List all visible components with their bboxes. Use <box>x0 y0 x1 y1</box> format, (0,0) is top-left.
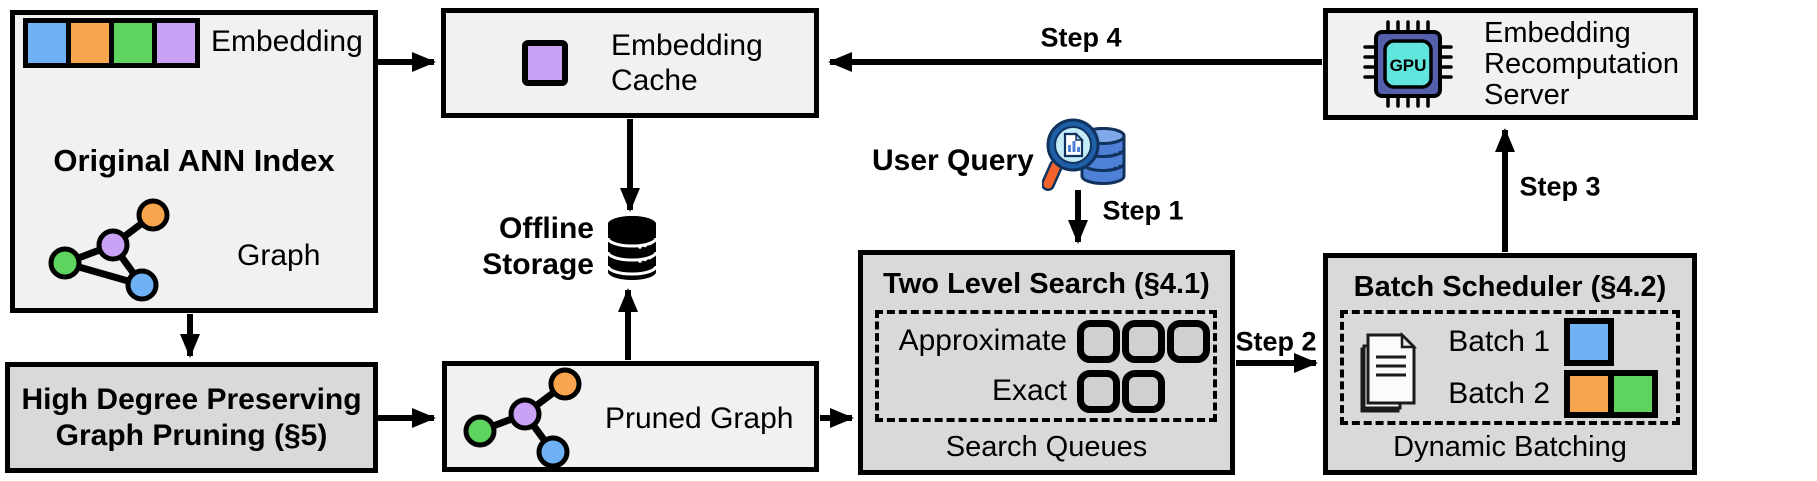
recomputation-server-box: GPU Embedding Recomputation Server <box>1323 8 1698 120</box>
batch1-squares <box>1564 317 1614 366</box>
graph-pruning-title-line2: Graph Pruning (§5) <box>55 418 328 452</box>
ann-index-title: Original ANN Index <box>53 143 335 178</box>
search-queues-caption: Search Queues <box>945 431 1148 463</box>
batch2-row: Batch 2 <box>1432 368 1659 420</box>
user-query-icon <box>1042 118 1126 191</box>
embedding-cell-orange <box>71 23 109 63</box>
batch-scheduler-box: Batch Scheduler (§4.2) Batch 1 <box>1323 253 1697 475</box>
exact-queue-slots <box>1077 369 1165 413</box>
user-query-label: User Query <box>872 144 1034 177</box>
graph-node-blue <box>125 268 159 302</box>
pruned-graph-icon <box>463 367 582 467</box>
exact-row: Exact <box>879 366 1213 416</box>
queue-slot <box>1122 369 1165 413</box>
graph-node-green <box>463 414 497 448</box>
step3-label: Step 3 <box>1519 171 1601 202</box>
queue-slot <box>1167 319 1210 363</box>
embedding-vector-icon <box>23 18 200 68</box>
embedding-cache-box: Embedding Cache <box>441 8 819 118</box>
queue-slot <box>1077 369 1120 413</box>
original-graph-icon <box>48 198 170 302</box>
graph-label: Graph <box>237 239 321 272</box>
graph-node-purple <box>96 228 130 262</box>
graph-node-orange <box>136 198 170 232</box>
graph-node-green <box>48 246 82 280</box>
graph-pruning-title-line1: High Degree Preserving <box>21 382 362 416</box>
approximate-queue-slots <box>1077 319 1210 363</box>
pruned-graph-label: Pruned Graph <box>605 402 794 435</box>
cached-embedding-icon <box>522 40 568 86</box>
pruned-graph-box: Pruned Graph <box>442 361 819 472</box>
embedding-cell-green <box>114 23 152 63</box>
magnifier-icon <box>1042 118 1100 191</box>
gpu-chip-icon: GPU <box>1363 20 1453 108</box>
graph-node-orange <box>548 367 582 401</box>
step2-label: Step 2 <box>1235 326 1317 357</box>
step1-label: Step 1 <box>1102 195 1184 226</box>
offline-storage-database-icon <box>606 216 658 280</box>
recomputation-server-label: Embedding Recomputation Server <box>1484 16 1680 111</box>
embedding-cell-blue <box>28 23 66 63</box>
dynamic-batching-caption: Dynamic Batching <box>1393 431 1627 463</box>
embedding-cache-label: Embedding Cache <box>611 29 763 97</box>
queue-slot <box>1122 319 1165 363</box>
embedding-cell-purple <box>157 23 195 63</box>
graph-node-blue <box>536 435 570 467</box>
documents-icon <box>1360 331 1418 412</box>
svg-text:GPU: GPU <box>1390 56 1427 75</box>
original-ann-index-box: Embedding Original ANN Index Graph <box>10 10 378 313</box>
batch2-squares <box>1564 369 1658 418</box>
dynamic-batching-panel: Batch 1 Batch 2 <box>1340 310 1680 425</box>
batch2-label: Batch 2 <box>1448 376 1550 410</box>
graph-node-purple <box>508 397 542 431</box>
batch1-label: Batch 1 <box>1448 324 1550 358</box>
batch-scheduler-title: Batch Scheduler (§4.2) <box>1353 271 1667 303</box>
embedding-label: Embedding <box>211 25 363 58</box>
queue-slot <box>1077 319 1120 363</box>
step4-label: Step 4 <box>1040 22 1122 53</box>
two-level-search-title: Two Level Search (§4.1) <box>883 268 1210 300</box>
offline-storage-label: Offline Storage <box>482 212 594 281</box>
approximate-row: Approximate <box>879 316 1213 366</box>
batch1-row: Batch 1 <box>1432 316 1659 368</box>
search-queues-panel: Approximate Exact <box>875 310 1217 422</box>
exact-label: Exact <box>991 374 1067 407</box>
graph-pruning-box: High Degree Preserving Graph Pruning (§5… <box>5 362 378 473</box>
approximate-label: Approximate <box>898 324 1067 357</box>
batch-rows: Batch 1 Batch 2 <box>1432 316 1659 420</box>
two-level-search-box: Two Level Search (§4.1) Approximate Exac… <box>858 250 1235 475</box>
